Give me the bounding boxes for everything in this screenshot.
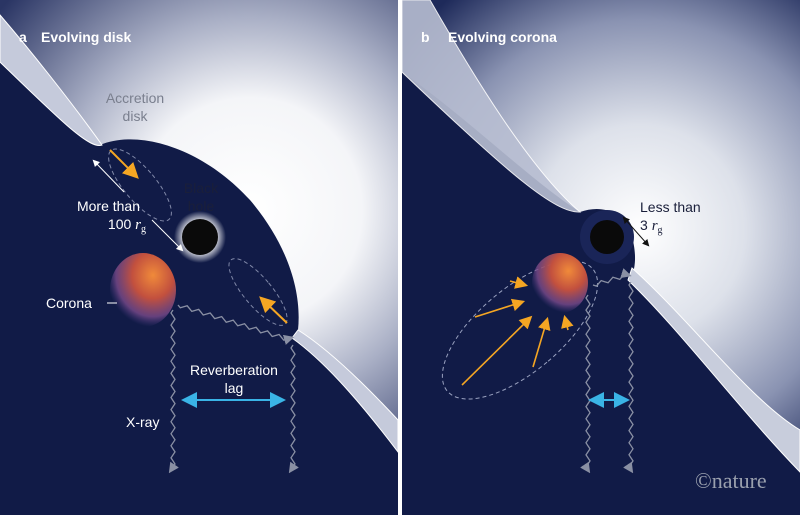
distance-label-a-1: More than <box>76 198 140 214</box>
xray-label: X-ray <box>126 414 160 430</box>
orange-arrow-outward <box>259 296 288 324</box>
disk-edge-inner-a <box>0 14 103 147</box>
distance-label-a-2: 100 rg <box>107 216 146 235</box>
orange-arrows-inflow <box>461 276 574 386</box>
distance-arrow-up <box>92 159 125 193</box>
panel-a <box>0 0 398 515</box>
dashed-region-b <box>441 260 599 400</box>
reflected-xray-path-b <box>592 268 632 287</box>
distance-label-b-1: Less than <box>640 199 701 215</box>
distance-arrow-b <box>622 216 650 247</box>
lag-label-1: Reverberation <box>190 362 278 378</box>
dashed-region-upper <box>108 148 172 222</box>
black-hole-label-1: Black <box>183 180 219 196</box>
corona-label: Corona <box>46 295 92 311</box>
orange-arrow-inward <box>109 149 139 179</box>
accretion-label-1: Accretion <box>105 90 165 106</box>
distance-arrow-down <box>151 219 184 252</box>
panel-a-letter: a <box>19 29 27 45</box>
corona-a <box>110 253 176 327</box>
lag-label-2: lag <box>224 380 244 396</box>
panel-b <box>402 0 800 515</box>
panel-a-title: Evolving disk <box>41 29 132 45</box>
corona-b <box>532 253 588 313</box>
disk-sheet-upper-b <box>402 0 582 213</box>
panel-b-title: Evolving corona <box>448 29 557 45</box>
dashed-region-lower <box>228 258 288 326</box>
black-hole-b <box>590 220 624 254</box>
accretion-label-2: disk <box>122 108 148 124</box>
xray-path-direct-b <box>580 294 591 474</box>
nature-credit: ©nature <box>695 468 767 493</box>
xray-path-direct-a <box>168 309 179 474</box>
black-hole-a <box>182 219 218 255</box>
panel-b-letter: b <box>421 29 430 45</box>
accretion-disk-a <box>0 0 398 452</box>
reflected-xray-path-a <box>177 304 295 345</box>
distance-label-b-2: 3 rg <box>640 217 663 236</box>
xray-path-reflected-a <box>288 344 299 474</box>
disk-edge-outer-a <box>291 329 398 453</box>
black-hole-label-2: hole <box>187 198 215 214</box>
xray-path-reflected-b <box>623 281 634 474</box>
